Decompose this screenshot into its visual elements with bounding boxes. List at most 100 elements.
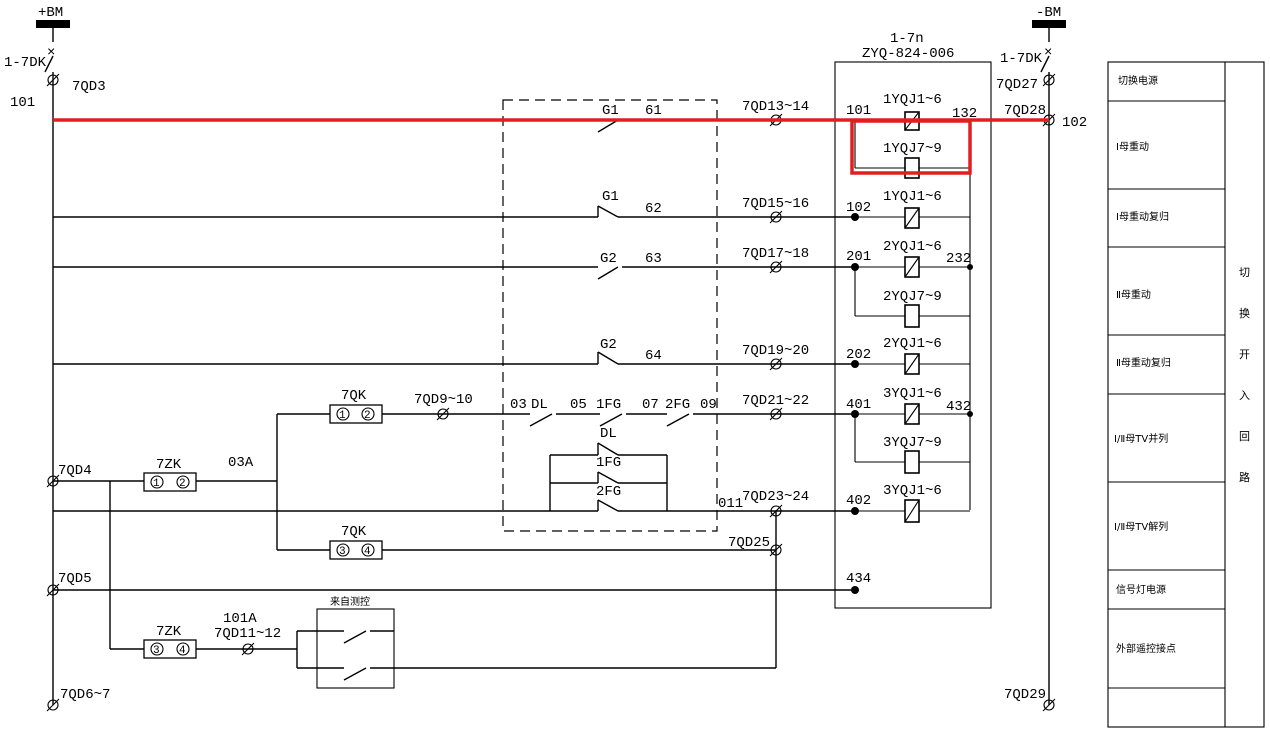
qk-bot-pin-4: 4 (364, 546, 371, 558)
breaker-right-label: 1-7DK (1000, 51, 1043, 67)
minus-bus-label: -BM (1036, 5, 1061, 21)
zk-top-pin-1: 1 (153, 478, 160, 490)
terminal-qd15: 7QD15~16 (742, 196, 809, 212)
side-title-1: 换 (1239, 306, 1250, 320)
contact-1fg: 1FG (596, 397, 621, 413)
contact-1fg-b: 1FG (596, 455, 621, 471)
relay-1yqj1-a: 1YQJ1~6 (883, 92, 942, 108)
contact-g1-b: G1 (602, 189, 619, 205)
side-row-3: Ⅱ母重动 (1116, 288, 1151, 301)
node-61: 61 (645, 103, 662, 119)
side-row-6: Ⅰ/Ⅱ母TV解列 (1114, 520, 1168, 533)
side-title-3: 入 (1239, 389, 1250, 402)
node-05: 05 (570, 397, 587, 413)
minus-bus: -BM × 1-7DK 7QD27 7QD28 102 7QD29 (996, 5, 1087, 712)
node-101-dev: 101 (846, 103, 871, 119)
side-title-2: 开 (1239, 348, 1250, 361)
contact-g2-a: G2 (600, 251, 617, 267)
node-62: 62 (645, 201, 662, 217)
left-terminals: 7QD3 101 7QD4 7QD5 7QD6~7 (10, 73, 110, 712)
node-101-left: 101 (10, 95, 35, 111)
zk-top-pin-2: 2 (179, 478, 186, 490)
node-102-right: 102 (1062, 115, 1087, 131)
terminal-qd67: 7QD6~7 (60, 687, 110, 703)
zk-top-label: 7ZK (156, 457, 182, 473)
terminal-qd28: 7QD28 (1004, 103, 1046, 119)
zk-bot-label: 7ZK (156, 624, 182, 640)
node-102-dev: 102 (846, 200, 871, 216)
terminal-qd27: 7QD27 (996, 77, 1038, 93)
relay-3yqj1-a: 3YQJ1~6 (883, 386, 942, 402)
terminal-qd910: 7QD9~10 (414, 392, 473, 408)
relay-2yqj1-a: 2YQJ1~6 (883, 239, 942, 255)
relay-2yqj7-9: 2YQJ7~9 (883, 289, 942, 305)
terminal-qd5: 7QD5 (58, 571, 92, 587)
device-name: 1-7n (890, 31, 924, 47)
qk-top-pin-2: 2 (364, 410, 371, 422)
node-07: 07 (642, 397, 659, 413)
node-63: 63 (645, 251, 662, 267)
terminal-qd3: 7QD3 (72, 79, 106, 95)
highlight-path (53, 118, 1049, 175)
terminal-qd13: 7QD13~14 (742, 99, 809, 115)
node-402: 402 (846, 493, 871, 509)
terminal-qd4: 7QD4 (58, 463, 92, 479)
relay-2yqj1-b: 2YQJ1~6 (883, 336, 942, 352)
side-row-4: Ⅱ母重动复归 (1116, 356, 1171, 369)
node-132: 132 (952, 106, 977, 122)
qk-bot-label: 7QK (341, 524, 367, 540)
side-row-7: 信号灯电源 (1116, 583, 1166, 596)
side-row-8: 外部遥控接点 (1116, 642, 1176, 655)
remote-control-label: 来自测控 (330, 595, 370, 608)
side-title-4: 回 (1239, 430, 1250, 443)
side-title-0: 切 (1239, 266, 1250, 279)
zk-bot-pin-3: 3 (153, 645, 160, 657)
node-432: 432 (946, 399, 971, 415)
plus-bus-label: +BM (38, 5, 63, 21)
contact-2fg-b: 2FG (596, 484, 621, 500)
node-434: 434 (846, 571, 871, 587)
node-011: 011 (718, 496, 743, 512)
row-remote: 3 4 7ZK 101A 7QD11~12 来自测控 (110, 595, 776, 689)
row-2yq-start: G2 63 7QD17~18 201 2YQJ1~6 232 2YQJ7~9 (53, 239, 973, 328)
side-row-1: Ⅰ母重动 (1116, 140, 1149, 153)
node-232: 232 (946, 251, 971, 267)
relay-1yqj1-b: 1YQJ1~6 (883, 189, 942, 205)
breaker-x-left: × (47, 45, 55, 61)
side-table: 切换电源 Ⅰ母重动 Ⅰ母重动复归 Ⅱ母重动 Ⅱ母重动复归 Ⅰ/Ⅱ母TV并列 Ⅰ/… (1107, 61, 1265, 728)
terminal-qd1112: 7QD11~12 (214, 626, 281, 642)
terminal-qd25: 7QD25 (728, 535, 770, 551)
row-signal-lamp: 434 (53, 571, 871, 594)
isolator-contact-box (502, 99, 718, 532)
node-201: 201 (846, 249, 871, 265)
relay-3yqj1-b: 3YQJ1~6 (883, 483, 942, 499)
terminal-qd29: 7QD29 (1004, 687, 1046, 703)
breaker-x-right: × (1044, 45, 1052, 61)
contact-dl-b: DL (600, 426, 617, 442)
terminal-qd17: 7QD17~18 (742, 246, 809, 262)
plus-bus: +BM × 1-7DK (4, 5, 70, 705)
node-401: 401 (846, 397, 871, 413)
side-row-2: Ⅰ母重动复归 (1116, 210, 1169, 223)
terminal-qd19: 7QD19~20 (742, 343, 809, 359)
qk-top-pin-1: 1 (339, 410, 346, 422)
contact-g1-a: G1 (602, 103, 619, 119)
breaker-left-label: 1-7DK (4, 55, 47, 71)
contact-dl: DL (531, 397, 548, 413)
node-09: 09 (700, 397, 717, 413)
row-tv-parallel: 1 2 7QK 7QD9~10 03 DL 05 1FG 07 2FG 09 7… (277, 386, 973, 474)
terminal-qd21: 7QD21~22 (742, 393, 809, 409)
zk-upper: 1 2 7ZK 03A (53, 414, 278, 649)
node-03: 03 (510, 397, 527, 413)
relay-3yqj7-9: 3YQJ7~9 (883, 435, 942, 451)
relay-1yqj7-9: 1YQJ7~9 (883, 141, 942, 157)
qk-top-label: 7QK (341, 388, 367, 404)
qk-bot-pin-3: 3 (339, 546, 346, 558)
side-row-5: Ⅰ/Ⅱ母TV并列 (1114, 432, 1168, 445)
side-title-5: 路 (1239, 471, 1250, 484)
zk-bot-pin-4: 4 (179, 645, 186, 657)
side-row-0: 切换电源 (1118, 74, 1158, 87)
node-64: 64 (645, 348, 662, 364)
